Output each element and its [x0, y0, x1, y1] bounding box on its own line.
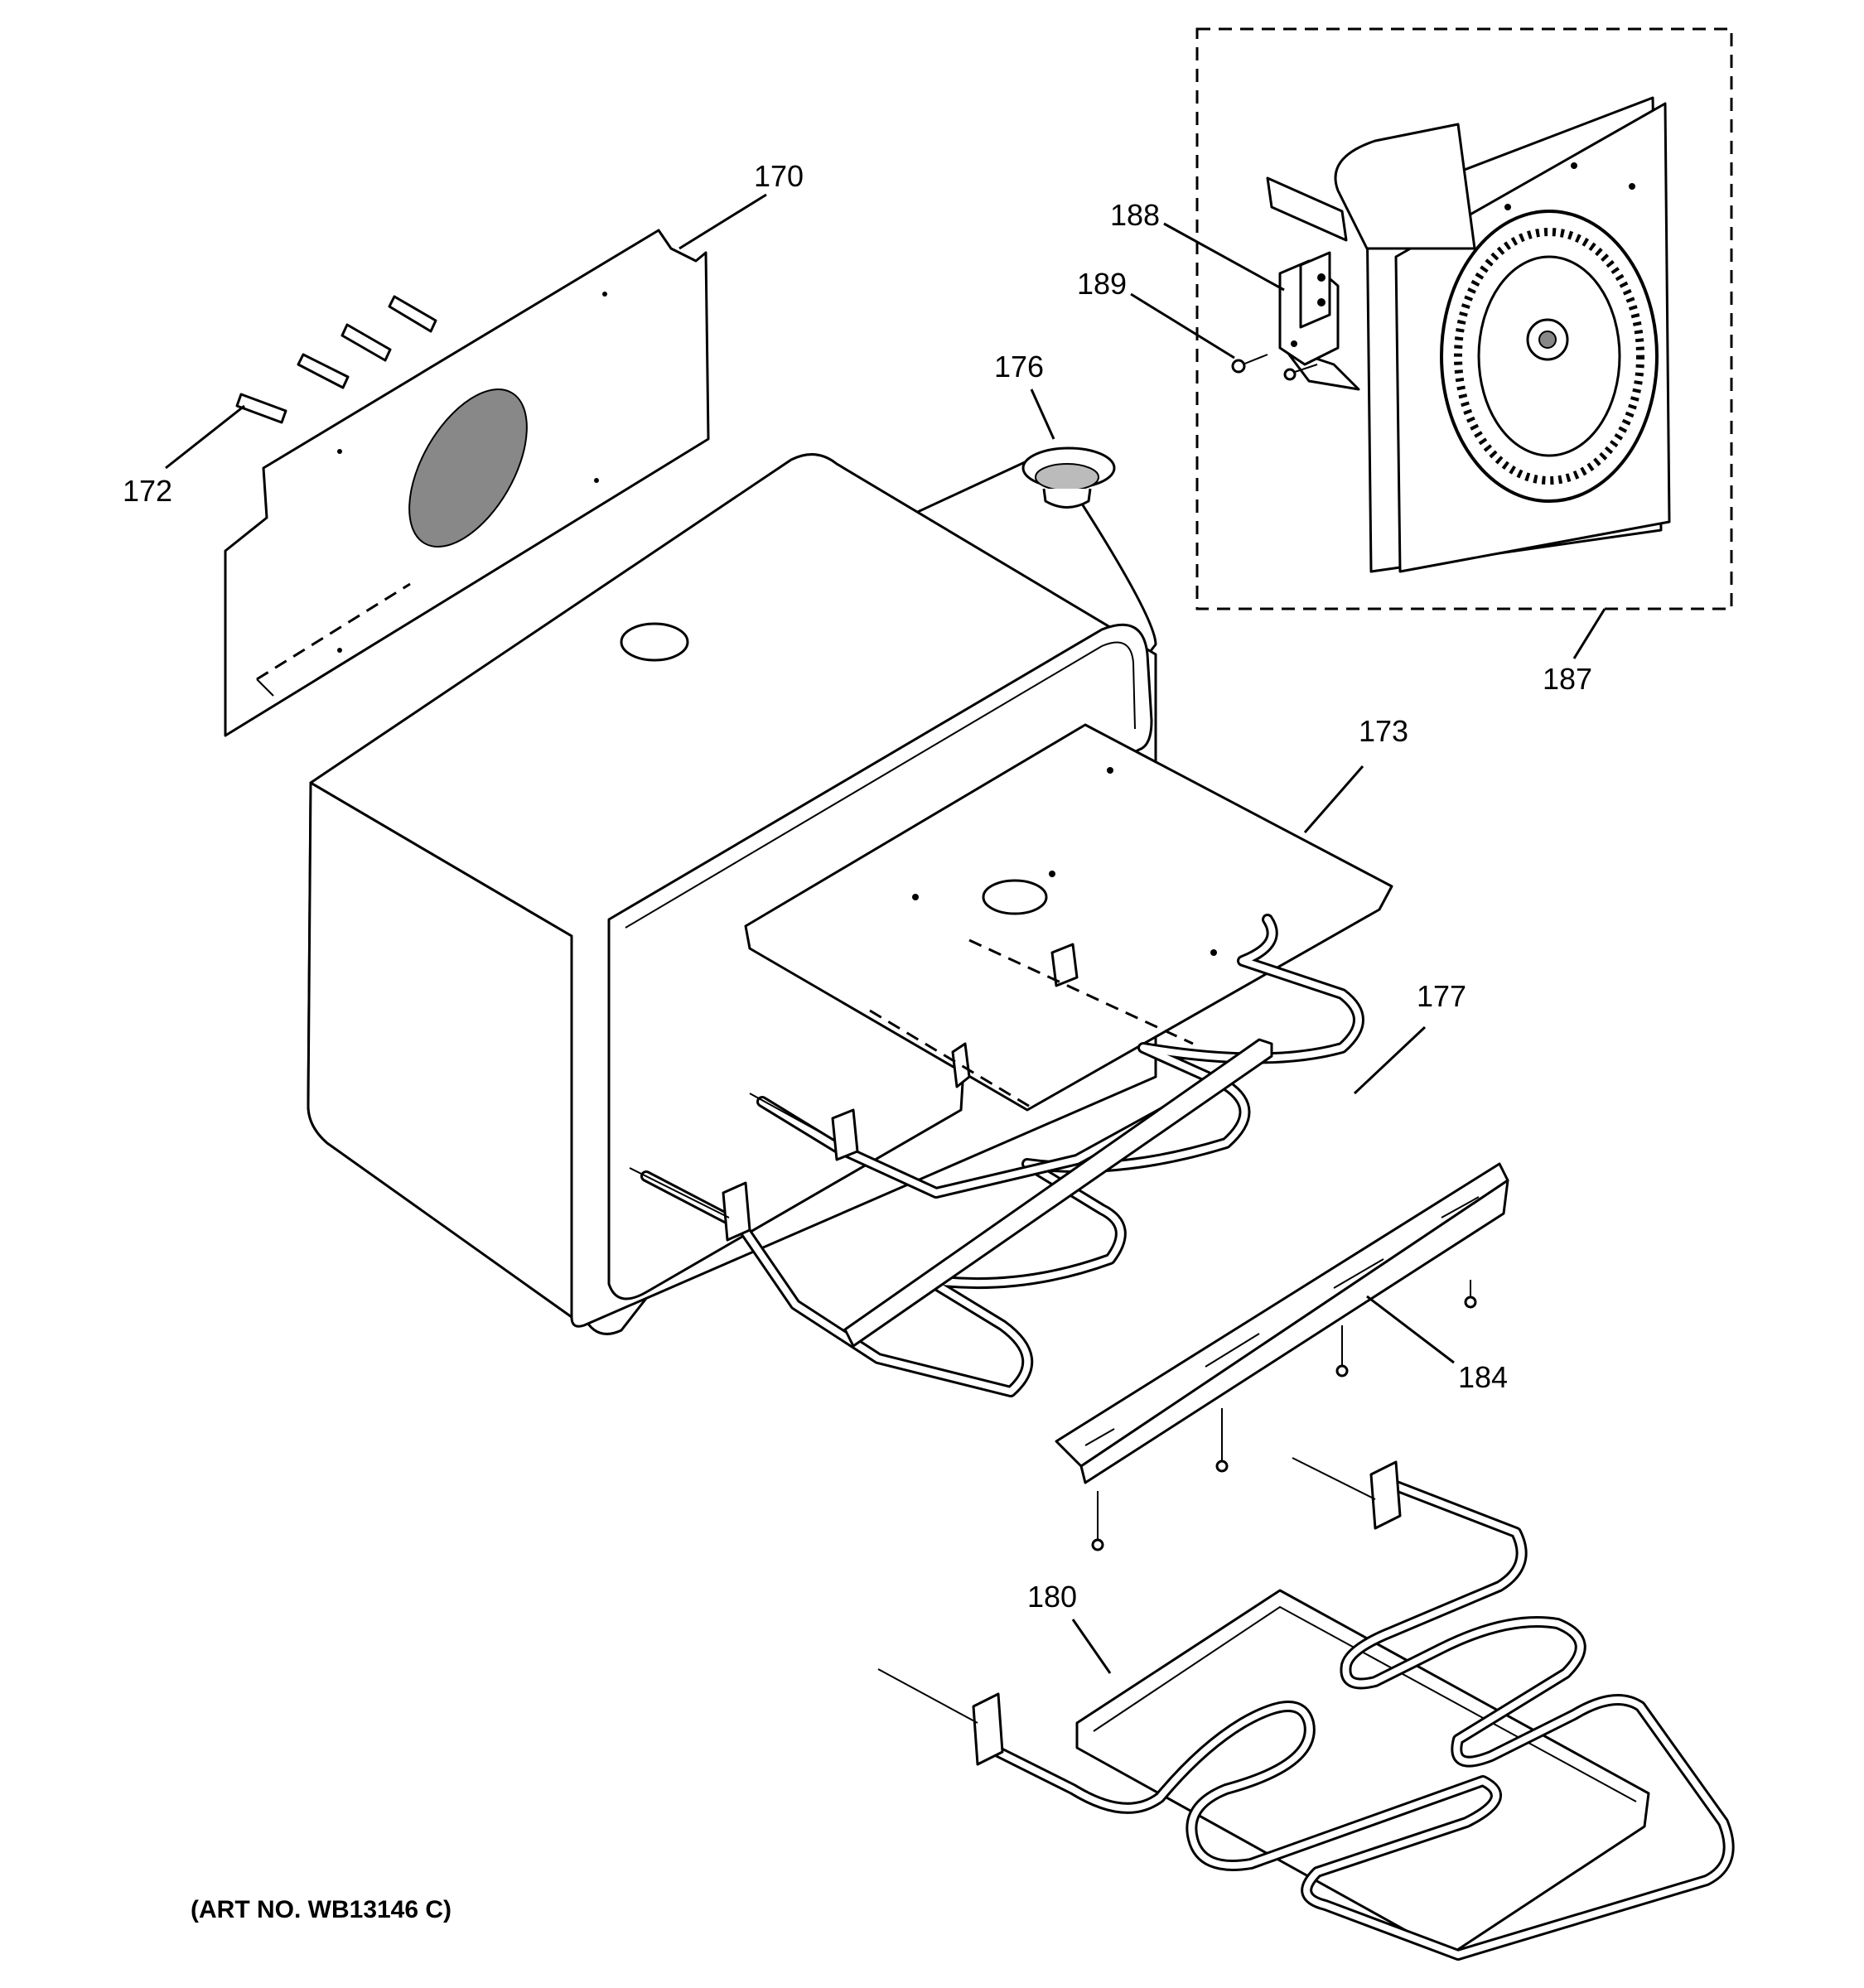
callout-173: 173 — [1359, 714, 1408, 748]
art-number: (ART NO. WB13146 C) — [191, 1896, 452, 1923]
leader-176 — [1030, 388, 1055, 440]
callout-180: 180 — [1027, 1580, 1077, 1614]
broil-element-180 — [877, 1457, 1735, 1961]
leader-189 — [1130, 292, 1235, 359]
leader-170 — [678, 193, 767, 250]
rear-panel-170 — [224, 229, 710, 737]
leader-173 — [1303, 765, 1364, 833]
leader-177 — [1353, 1025, 1427, 1095]
callout-177: 177 — [1417, 979, 1466, 1013]
grommet-176 — [1021, 446, 1116, 509]
bake-element-177 — [629, 914, 1364, 1397]
callout-176: 176 — [994, 350, 1044, 384]
leader-172 — [165, 404, 245, 470]
leader-187 — [1572, 608, 1606, 659]
callout-188: 188 — [1110, 198, 1160, 232]
pins-172 — [235, 295, 437, 424]
leader-lines — [165, 193, 1606, 1674]
leader-180 — [1071, 1619, 1112, 1674]
callout-187: 187 — [1543, 662, 1592, 696]
callout-189: 189 — [1077, 267, 1127, 301]
callout-172: 172 — [123, 474, 172, 508]
leader-184 — [1366, 1295, 1455, 1364]
plate-173 — [744, 723, 1393, 1112]
callout-184: 184 — [1458, 1360, 1508, 1394]
callout-170: 170 — [754, 159, 804, 193]
fan-assembly-187 — [1195, 27, 1733, 610]
bracket-184 — [1055, 1162, 1509, 1551]
leader-188 — [1163, 222, 1285, 292]
